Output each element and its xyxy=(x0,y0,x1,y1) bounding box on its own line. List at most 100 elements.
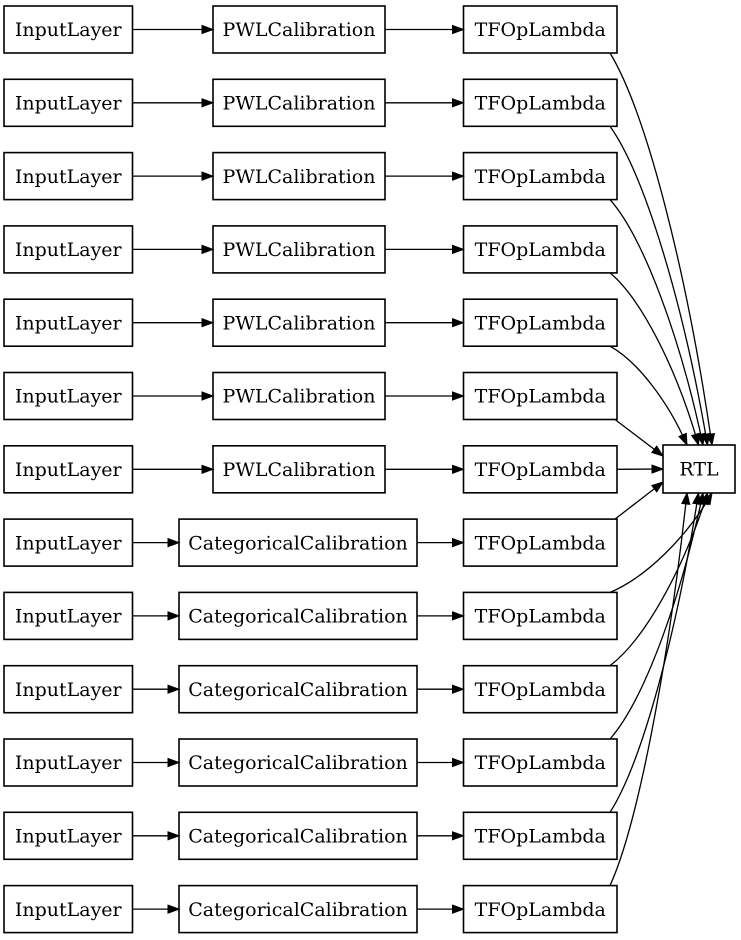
tf-op-lambda-node-label: TFOpLambda xyxy=(475,825,606,847)
edge-lambda-to-rtl-arrowhead xyxy=(651,481,665,493)
pwl-calibration-node xyxy=(212,225,386,274)
categorical-calibration-node xyxy=(178,884,418,934)
categorical-calibration-node-label: CategoricalCalibration xyxy=(188,532,408,554)
rtl-node-label: RTL xyxy=(679,459,719,481)
pwl-calibration-node xyxy=(212,371,386,421)
rtl-node xyxy=(662,444,736,494)
edge-lambda-to-rtl xyxy=(609,492,700,813)
input-layer-node xyxy=(3,664,134,714)
input-layer-node xyxy=(3,591,134,641)
edge-calibration-to-lambda-arrowhead xyxy=(452,684,465,694)
edge-input-to-calibration-arrowhead xyxy=(201,244,215,255)
edge-calibration-to-lambda-arrowhead xyxy=(452,98,465,108)
tf-op-lambda-node-label: TFOpLambda xyxy=(475,166,606,188)
tf-op-lambda-node xyxy=(462,444,618,494)
tf-op-lambda-node-label: TFOpLambda xyxy=(475,239,606,261)
input-layer-node-label: InputLayer xyxy=(15,752,123,774)
tf-op-lambda-node xyxy=(462,664,618,714)
edge-input-to-calibration-arrowhead xyxy=(201,24,215,35)
edge-lambda-to-rtl xyxy=(609,492,704,740)
edge-calibration-to-lambda-arrowhead xyxy=(452,611,465,621)
edge-input-to-calibration-arrowhead xyxy=(167,757,181,768)
edge-lambda-to-rtl xyxy=(609,199,704,446)
edge-lambda-to-rtl-arrowhead xyxy=(651,464,665,474)
edge-lambda-to-rtl xyxy=(614,482,662,520)
pwl-calibration-node xyxy=(212,5,386,54)
categorical-calibration-node-label: CategoricalCalibration xyxy=(188,899,408,921)
input-layer-node xyxy=(3,518,134,567)
input-layer-node-label: InputLayer xyxy=(15,606,123,628)
pwl-calibration-node-label: PWLCalibration xyxy=(223,19,376,41)
edge-calibration-to-lambda-arrowhead xyxy=(452,904,465,914)
edge-calibration-to-lambda-arrowhead xyxy=(452,757,465,768)
edge-lambda-to-rtl xyxy=(609,345,688,446)
edge-calibration-to-lambda-arrowhead xyxy=(452,244,465,255)
input-layer-node xyxy=(3,444,134,494)
tf-op-lambda-node xyxy=(462,884,618,934)
tf-op-lambda-node-label: TFOpLambda xyxy=(475,19,606,41)
tf-op-lambda-node xyxy=(462,591,618,641)
tf-op-lambda-node xyxy=(462,151,618,201)
edge-lambda-to-rtl-arrowhead xyxy=(681,491,691,505)
edge-lambda-to-rtl xyxy=(614,418,662,456)
edge-input-to-calibration-arrowhead xyxy=(201,317,215,328)
edge-calibration-to-lambda-arrowhead xyxy=(452,831,465,841)
edge-calibration-to-lambda-arrowhead xyxy=(452,24,465,35)
input-layer-node xyxy=(3,151,134,201)
edge-lambda-to-rtl-arrowhead xyxy=(650,445,665,457)
input-layer-node-label: InputLayer xyxy=(15,532,123,554)
input-layer-node-label: InputLayer xyxy=(15,19,123,41)
tf-op-lambda-node-label: TFOpLambda xyxy=(475,532,606,554)
edge-input-to-calibration-arrowhead xyxy=(167,831,181,841)
edge-lambda-to-rtl xyxy=(609,272,700,446)
edge-input-to-calibration-arrowhead xyxy=(167,684,181,694)
categorical-calibration-node xyxy=(178,664,418,714)
tf-op-lambda-node xyxy=(462,5,618,54)
edge-calibration-to-lambda-arrowhead xyxy=(452,171,465,181)
edge-lambda-to-rtl xyxy=(609,492,709,667)
input-layer-node xyxy=(3,5,134,54)
categorical-calibration-node-label: CategoricalCalibration xyxy=(188,825,408,847)
pwl-calibration-node xyxy=(212,298,386,348)
edge-calibration-to-lambda-arrowhead xyxy=(452,464,465,475)
edge-lambda-to-rtl-arrowhead xyxy=(692,491,702,506)
edge-calibration-to-lambda-arrowhead xyxy=(452,391,465,401)
input-layer-node-label: InputLayer xyxy=(15,239,123,261)
tf-op-lambda-node-label: TFOpLambda xyxy=(475,606,606,628)
pwl-calibration-node-label: PWLCalibration xyxy=(223,166,376,188)
input-layer-node xyxy=(3,298,134,348)
tf-op-lambda-node-label: TFOpLambda xyxy=(475,679,606,701)
categorical-calibration-node-label: CategoricalCalibration xyxy=(188,752,408,774)
tf-op-lambda-node-label: TFOpLambda xyxy=(475,752,606,774)
pwl-calibration-node xyxy=(212,444,386,494)
tf-op-lambda-node xyxy=(462,738,618,787)
pwl-calibration-node-label: PWLCalibration xyxy=(223,92,376,114)
input-layer-node xyxy=(3,371,134,421)
pwl-calibration-node-label: PWLCalibration xyxy=(223,239,376,261)
pwl-calibration-node-label: PWLCalibration xyxy=(223,386,376,408)
input-layer-node-label: InputLayer xyxy=(15,92,123,114)
tf-op-lambda-node-label: TFOpLambda xyxy=(475,312,606,334)
edge-lambda-to-rtl xyxy=(609,492,688,886)
input-layer-node-label: InputLayer xyxy=(15,899,123,921)
input-layer-node-label: InputLayer xyxy=(15,386,123,408)
categorical-calibration-node-label: CategoricalCalibration xyxy=(188,606,408,628)
input-layer-node-label: InputLayer xyxy=(15,679,123,701)
edge-lambda-to-rtl-arrowhead xyxy=(678,432,688,447)
edge-input-to-calibration-arrowhead xyxy=(201,391,215,401)
edge-calibration-to-lambda-arrowhead xyxy=(452,317,465,328)
input-layer-node-label: InputLayer xyxy=(15,166,123,188)
pwl-calibration-node-label: PWLCalibration xyxy=(223,312,376,334)
input-layer-node-label: InputLayer xyxy=(15,825,123,847)
edge-input-to-calibration-arrowhead xyxy=(167,611,181,621)
edge-calibration-to-lambda-arrowhead xyxy=(452,537,465,548)
categorical-calibration-node-label: CategoricalCalibration xyxy=(188,679,408,701)
input-layer-node xyxy=(3,738,134,787)
edge-lambda-to-rtl xyxy=(609,125,709,446)
edge-input-to-calibration-arrowhead xyxy=(201,98,215,108)
edge-input-to-calibration-arrowhead xyxy=(201,171,215,181)
pwl-calibration-node xyxy=(212,151,386,201)
tf-op-lambda-node-label: TFOpLambda xyxy=(475,459,606,481)
